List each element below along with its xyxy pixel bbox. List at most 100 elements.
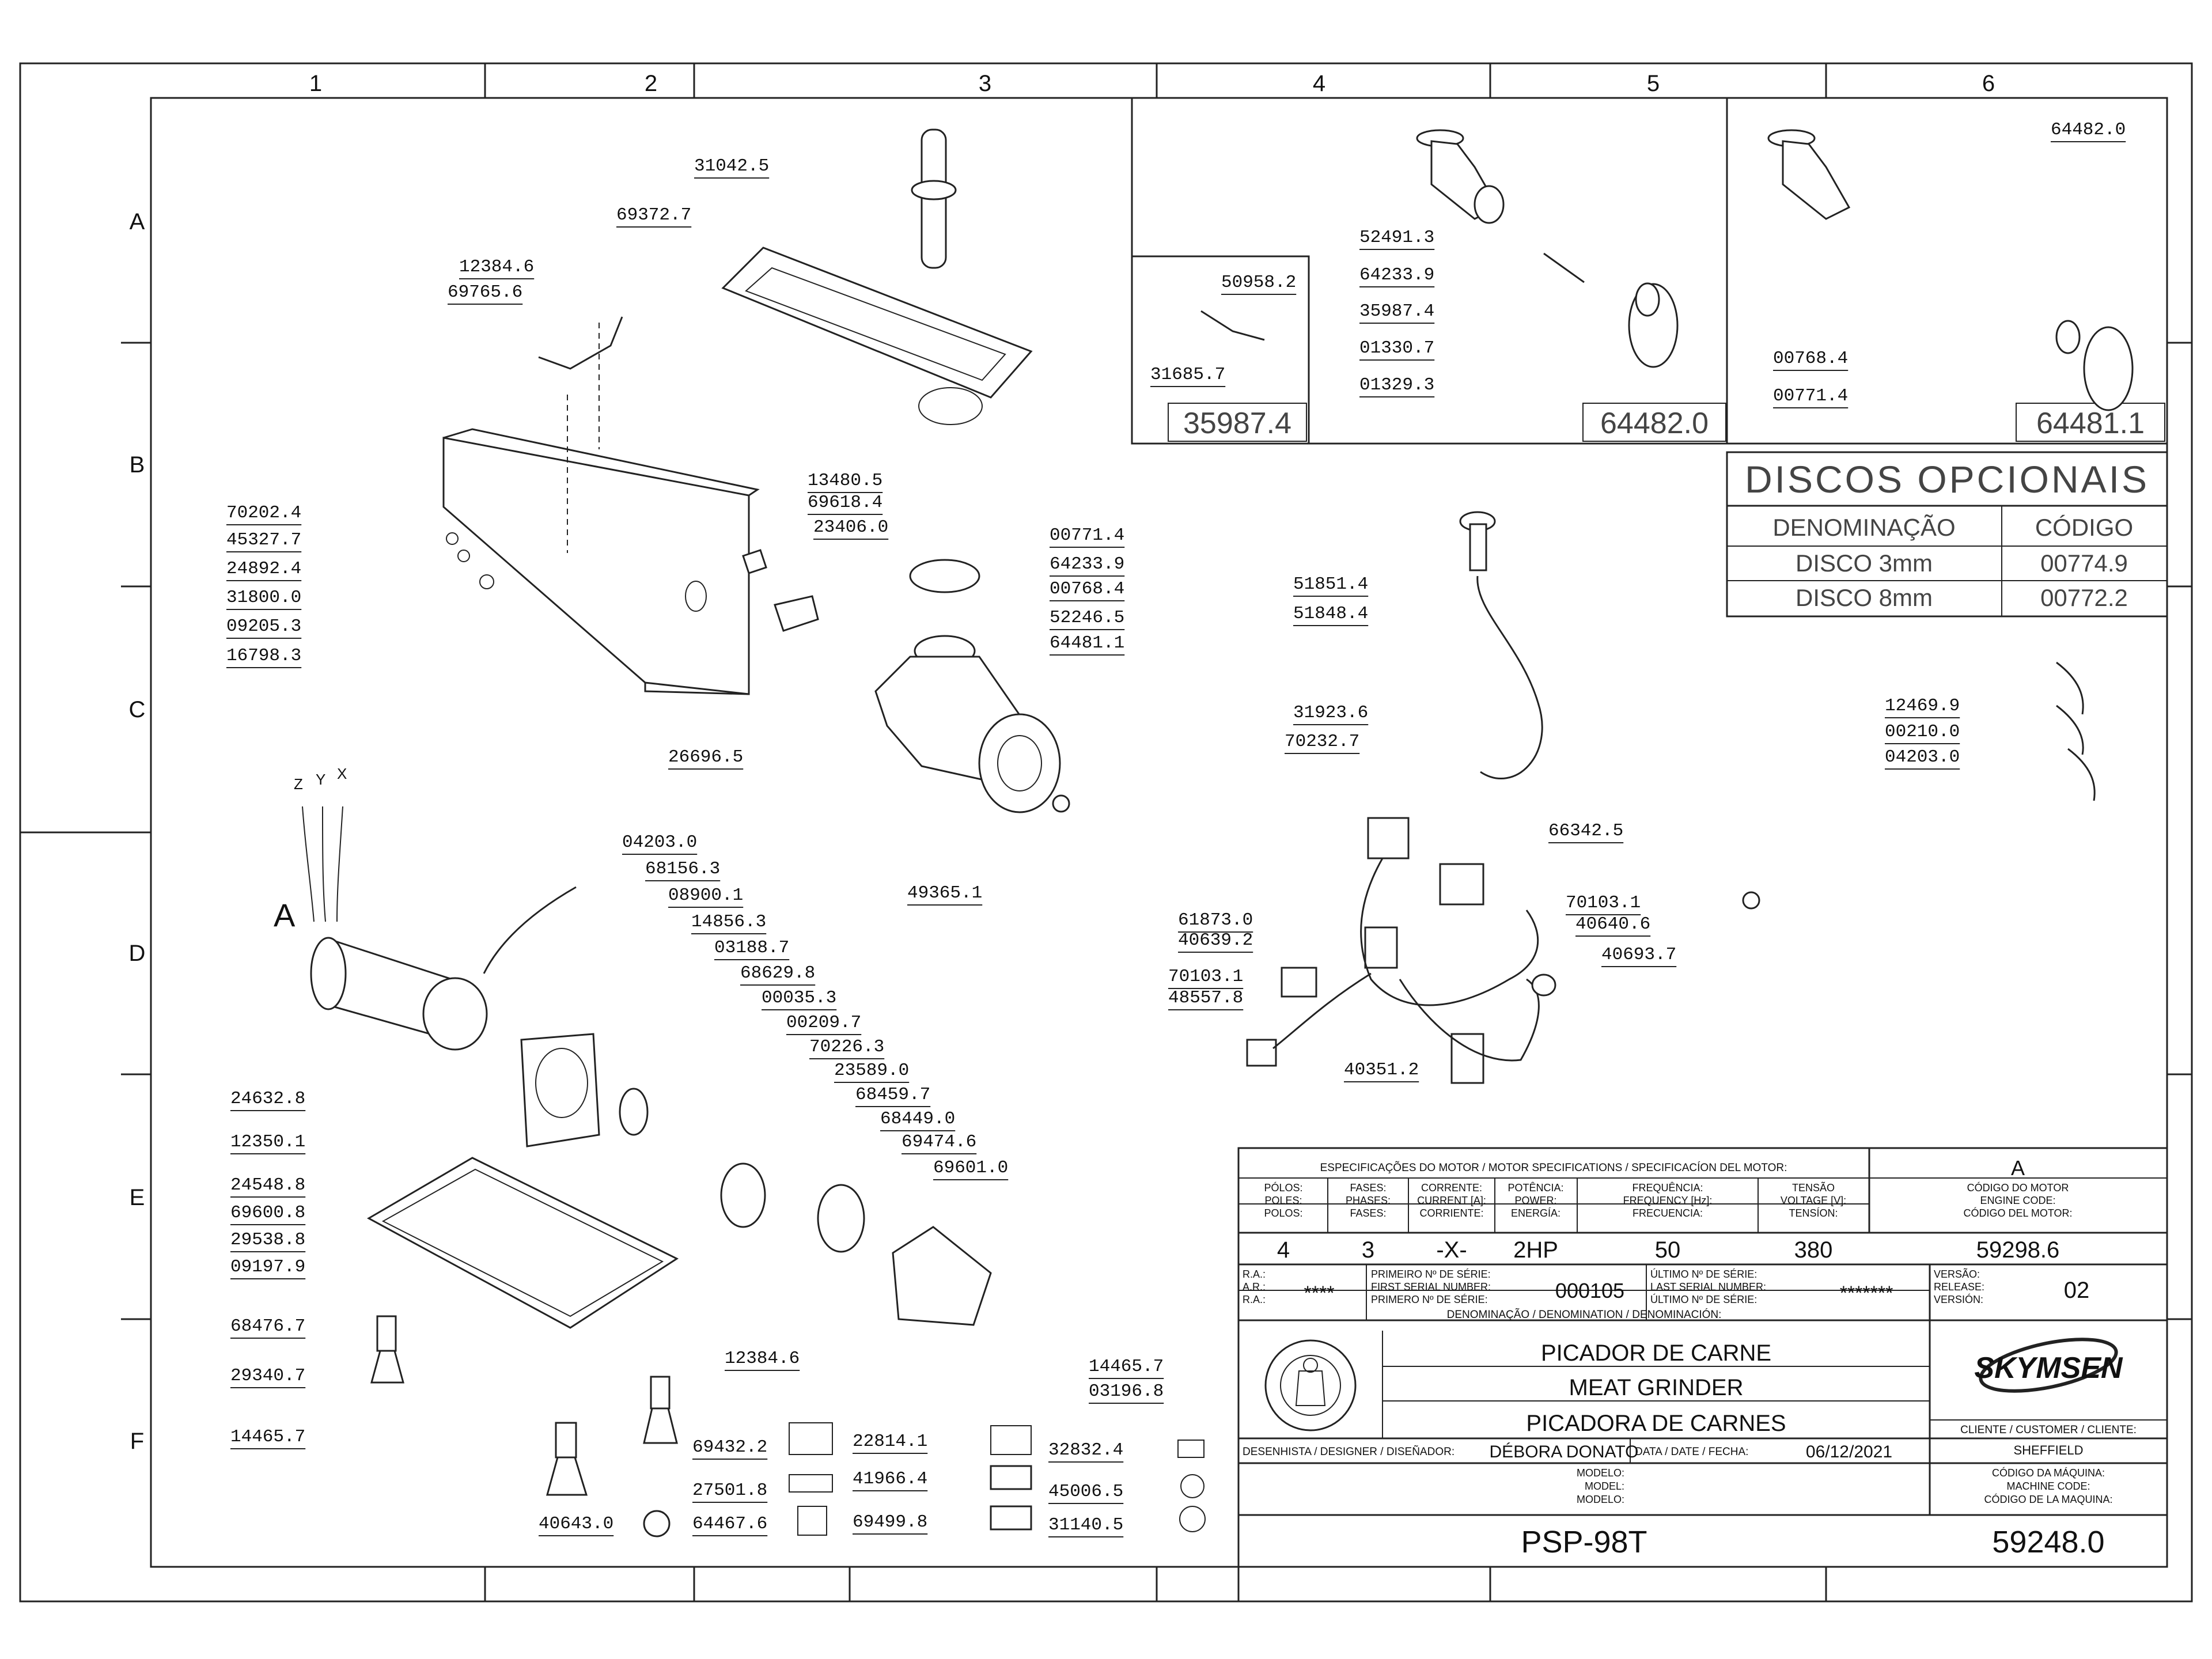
- last-serial-value: *******: [1840, 1282, 1893, 1304]
- callout-label: 14465.7: [230, 1427, 305, 1447]
- callout-label: 08900.1: [668, 885, 743, 906]
- svg-text:CÓDIGO DE LA MAQUINA:: CÓDIGO DE LA MAQUINA:: [1984, 1493, 2112, 1505]
- name-en: MEAT GRINDER: [1569, 1375, 1744, 1400]
- callout-label: 70103.1: [1566, 893, 1641, 913]
- callout-label: 23406.0: [813, 517, 888, 537]
- callout-label: 69765.6: [448, 282, 522, 302]
- svg-text:R.A.:: R.A.:: [1243, 1268, 1266, 1280]
- callout-label: 64481.1: [1050, 633, 1124, 653]
- callout-label: 04203.0: [622, 832, 697, 853]
- inset-code-64482: 64482.0: [1600, 407, 1709, 440]
- callout-label: 70103.1: [1168, 967, 1243, 987]
- svg-text:MODEL:: MODEL:: [1585, 1480, 1624, 1492]
- callout-label: 51848.4: [1293, 604, 1368, 624]
- callout-label: 29538.8: [230, 1230, 305, 1250]
- svg-text:CÓDIGO DA MÁQUINA:: CÓDIGO DA MÁQUINA:: [1992, 1467, 2105, 1479]
- callout-label: 45006.5: [1048, 1482, 1123, 1502]
- svg-text:PRIMEIRO Nº DE SÉRIE:: PRIMEIRO Nº DE SÉRIE:: [1371, 1268, 1491, 1280]
- callout-label: 13480.5: [808, 471, 882, 491]
- leader-lines: [226, 141, 2126, 1537]
- callout-label: 40351.2: [1344, 1060, 1419, 1080]
- sheet-frame: [19, 62, 2193, 1603]
- callout-label: 52246.5: [1050, 608, 1124, 628]
- grid-row-b: B: [130, 452, 145, 478]
- svg-text:PÓLOS:: PÓLOS:: [1264, 1181, 1302, 1194]
- callout-label: 61873.0: [1178, 910, 1253, 930]
- svg-text:VERSIÓN:: VERSIÓN:: [1934, 1293, 1983, 1305]
- callout-label: 49365.1: [907, 883, 982, 903]
- callout-label: 48557.8: [1168, 988, 1243, 1008]
- svg-text:MODELO:: MODELO:: [1577, 1467, 1624, 1479]
- grid-row-labels: A B C D E F: [129, 209, 146, 1454]
- motor-view-label: A: [274, 897, 296, 933]
- grid-col-4: 4: [1313, 71, 1325, 96]
- callout-label: 03188.7: [714, 938, 789, 958]
- svg-text:MACHINE CODE:: MACHINE CODE:: [2006, 1480, 2090, 1492]
- name-pt: PICADOR DE CARNE: [1541, 1340, 1771, 1366]
- callout-label: 12384.6: [459, 257, 534, 277]
- svg-text:ÚLTIMO Nº DE SÉRIE:: ÚLTIMO Nº DE SÉRIE:: [1650, 1293, 1757, 1305]
- callout-label: 03196.8: [1089, 1381, 1164, 1402]
- discos-opcionais-table: DISCOS OPCIONAIS DENOMINAÇÃO CÓDIGO DISC…: [1726, 451, 2168, 618]
- svg-text:ENGINE CODE:: ENGINE CODE:: [1980, 1195, 2055, 1206]
- callout-label: 45327.7: [226, 530, 301, 550]
- brand-name: SKYMSEN: [1974, 1351, 2123, 1385]
- axis-label: Z: [294, 775, 303, 793]
- svg-text:FASES:: FASES:: [1350, 1182, 1386, 1194]
- callout-label: 00035.3: [762, 988, 836, 1008]
- callout-label: 50958.2: [1221, 272, 1296, 293]
- callout-label: 40639.2: [1178, 930, 1253, 950]
- callout-label: 24632.8: [230, 1089, 305, 1109]
- client-label: CLIENTE / CUSTOMER / CLIENTE:: [1960, 1424, 2137, 1436]
- callout-label: 69600.8: [230, 1203, 305, 1223]
- callout-label: 32832.4: [1048, 1440, 1123, 1460]
- callout-label: 70202.4: [226, 503, 301, 523]
- axis-label: X: [337, 765, 347, 782]
- callout-label: 04203.0: [1885, 747, 1960, 767]
- part-artwork: [302, 128, 2134, 1537]
- client-value: SHEFFIELD: [2013, 1443, 2083, 1457]
- model-value: PSP-98T: [1521, 1525, 1647, 1559]
- callout-label: 69601.0: [933, 1158, 1008, 1178]
- inset-frames: 35987.4 64482.0 64481.1: [1131, 98, 2167, 445]
- callout-label: 68476.7: [230, 1316, 305, 1336]
- denomination-label: DENOMINAÇÃO / DENOMINATION / DENOMINACIÓ…: [1447, 1308, 1722, 1321]
- svg-text:PRIMERO Nº DE SÉRIE:: PRIMERO Nº DE SÉRIE:: [1371, 1294, 1488, 1305]
- svg-text:CORRENTE:: CORRENTE:: [1421, 1182, 1482, 1194]
- callout-label: 69499.8: [853, 1512, 927, 1532]
- grid-column-labels: 1 2 3 4 5 6: [309, 71, 1995, 96]
- svg-text:FIRST SERIAL NUMBER:: FIRST SERIAL NUMBER:: [1371, 1281, 1491, 1293]
- svg-text:POTÊNCIA:: POTÊNCIA:: [1508, 1182, 1563, 1194]
- callout-label: 00209.7: [786, 1013, 861, 1033]
- svg-text:FASES:: FASES:: [1350, 1207, 1386, 1219]
- callout-label: 69618.4: [808, 493, 882, 513]
- grid-col-3: 3: [979, 71, 991, 96]
- svg-text:CÓDIGO DEL MOTOR:: CÓDIGO DEL MOTOR:: [1963, 1207, 2072, 1219]
- callout-label: 12384.6: [725, 1349, 800, 1369]
- callout-label: 35987.4: [1359, 301, 1434, 321]
- ra-value: ****: [1304, 1282, 1335, 1304]
- callout-label: 00771.4: [1773, 386, 1848, 406]
- machine-code-value: 59248.0: [1992, 1525, 2104, 1559]
- phases-value: 3: [1362, 1237, 1374, 1263]
- callout-label: 70226.3: [809, 1037, 884, 1057]
- svg-text:FREQUÊNCIA:: FREQUÊNCIA:: [1632, 1182, 1703, 1194]
- callout-labels: 31042.5 69372.7 12384.6 69765.6 70202.4 …: [226, 120, 2126, 1535]
- svg-text:TENSÃO: TENSÃO: [1792, 1181, 1835, 1194]
- svg-text:ÚLTIMO Nº DE SÉRIE:: ÚLTIMO Nº DE SÉRIE:: [1650, 1268, 1757, 1280]
- discos-row-name: DISCO 3mm: [1796, 550, 1933, 577]
- callout-label: 00768.4: [1773, 349, 1848, 369]
- poles-value: 4: [1277, 1237, 1290, 1263]
- grid-col-5: 5: [1647, 71, 1660, 96]
- callout-label: 64467.6: [692, 1514, 767, 1534]
- callout-label: 23589.0: [834, 1060, 909, 1081]
- inset-code-64481: 64481.1: [2036, 407, 2145, 440]
- discos-col-name: DENOMINAÇÃO: [1772, 514, 1955, 541]
- discos-row-code: 00772.2: [2040, 584, 2128, 611]
- discos-row-code: 00774.9: [2040, 550, 2128, 577]
- grid-col-1: 1: [309, 71, 322, 96]
- svg-text:VOLTAGE [V]:: VOLTAGE [V]:: [1781, 1195, 1846, 1206]
- svg-text:RELEASE:: RELEASE:: [1934, 1281, 1984, 1293]
- technical-assistance-seal: [1264, 1339, 1357, 1431]
